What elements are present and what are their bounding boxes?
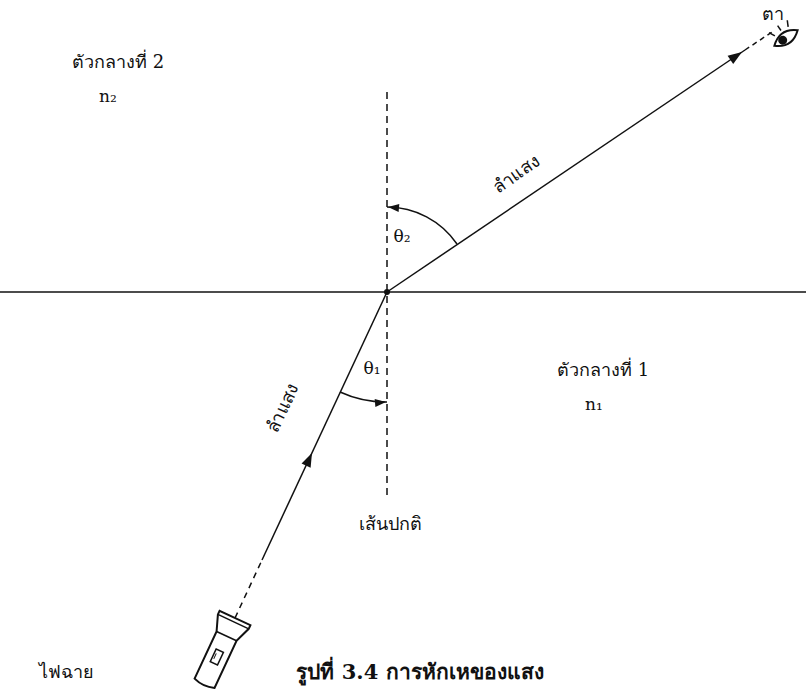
ray-arrowhead xyxy=(728,48,745,64)
flashlight-label: ไฟฉาย xyxy=(39,662,94,682)
ray-label: ลำแสง xyxy=(488,151,543,197)
normal-line xyxy=(386,92,388,500)
arc-arrowhead xyxy=(388,203,400,212)
refracted-ray-dashed xyxy=(745,32,772,50)
angle-label: θ₁ xyxy=(363,359,380,378)
ray-label: ลำแสง xyxy=(262,380,302,436)
flashlight-symbol xyxy=(188,611,250,692)
eye-label: ตา xyxy=(762,4,784,24)
ray-arrowhead xyxy=(302,451,317,468)
interface-line xyxy=(0,291,806,293)
normal-label: เส้นปกติ xyxy=(359,514,422,534)
incident-ray-dashed xyxy=(235,560,262,618)
refracted-ray xyxy=(387,50,745,292)
figure-caption: รูปที่ 3.4 การหักเหของแสง xyxy=(296,660,543,683)
refractive-index: n₁ xyxy=(585,395,603,414)
arc-arrowhead xyxy=(375,398,387,407)
medium-label: ตัวกลางที่ 1 xyxy=(557,360,649,380)
refractive-index: n₂ xyxy=(99,87,117,106)
medium-label: ตัวกลางที่ 2 xyxy=(72,52,164,72)
angle-label: θ₂ xyxy=(393,227,410,246)
